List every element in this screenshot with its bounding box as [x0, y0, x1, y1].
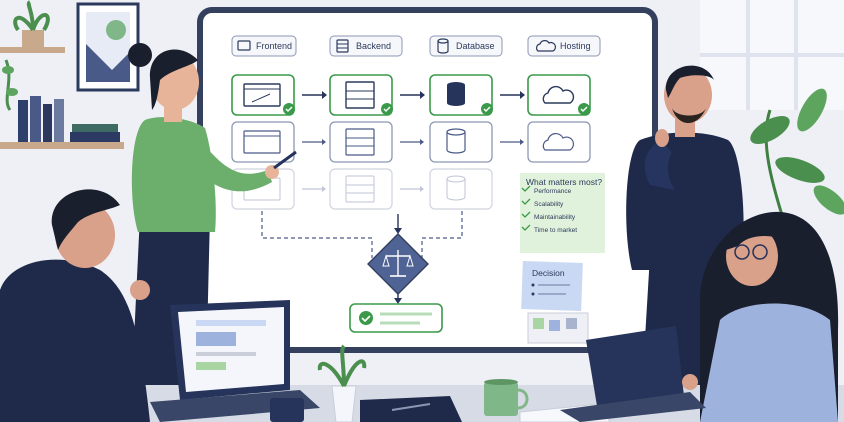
column-headers	[231, 35, 601, 57]
column-label-frontend: Frontend	[256, 41, 293, 51]
decision-note-title: Decision	[532, 268, 565, 278]
seated-woman	[700, 211, 839, 422]
sticky-note-priorities	[520, 173, 605, 253]
seated-man	[0, 189, 150, 422]
sticky-note-decision	[521, 260, 589, 344]
sticky-note-item: Scalability	[534, 201, 564, 208]
decision-flow	[261, 211, 463, 333]
column-label-backend: Backend	[356, 41, 392, 51]
sticky-note-item: Time to market	[534, 227, 578, 234]
column-label-database: Database	[456, 41, 495, 51]
diagram-row-1	[231, 74, 591, 116]
sticky-note-item: Maintainability	[534, 214, 576, 221]
sticky-note-item: Performance	[534, 188, 572, 195]
left-shelf	[0, 0, 124, 149]
sticky-note-title: What matters most?	[526, 177, 603, 187]
diagram-row-2	[231, 121, 591, 163]
laptop-right	[560, 326, 706, 422]
column-label-hosting: Hosting	[560, 41, 591, 51]
wall-picture	[76, 2, 140, 92]
